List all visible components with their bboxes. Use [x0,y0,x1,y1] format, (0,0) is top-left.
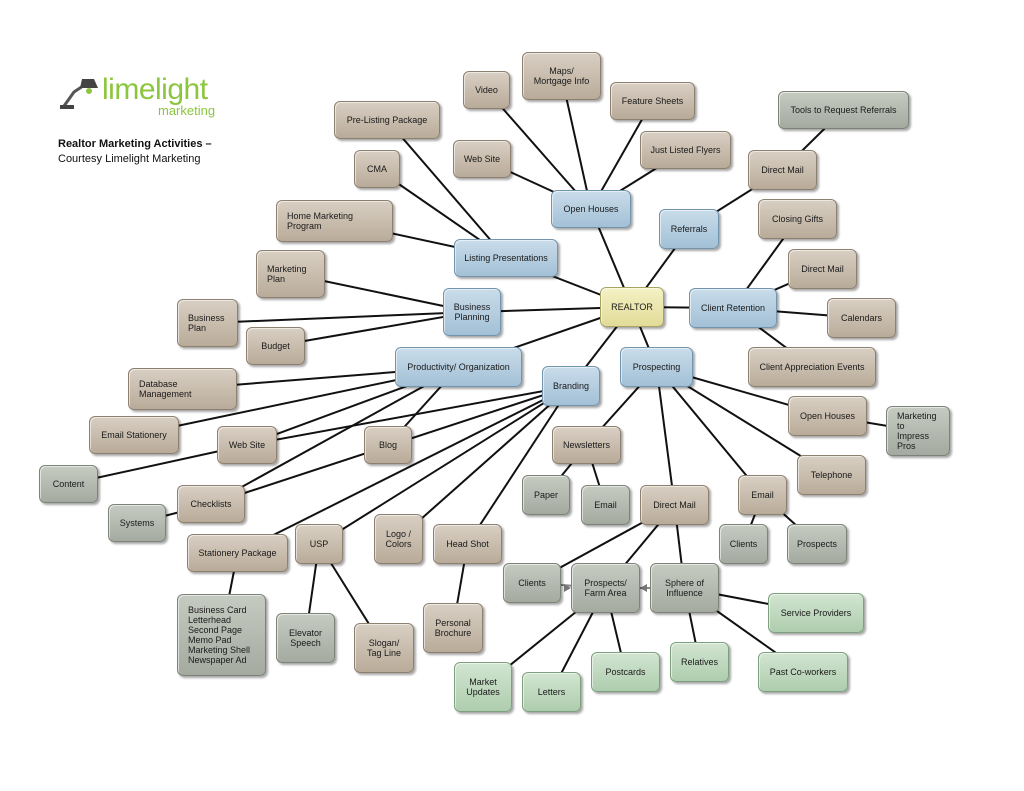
node-client-appreciation-events: Client Appreciation Events [748,347,876,387]
node-relatives: Relatives [670,642,729,682]
arrow-head [564,584,571,592]
connector-prospecting-email_prosp [655,366,764,496]
node-web-site-open-houses: Web Site [453,140,511,178]
node-client-retention: Client Retention [689,288,777,328]
node-budget: Budget [246,327,305,365]
node-database-management: Database Management [128,368,237,410]
logo-word: limelight [102,73,208,106]
node-business-planning: Business Planning [443,288,501,336]
lamp-icon [60,79,98,109]
arrow-head [640,584,647,592]
node-branding: Branding [542,366,600,406]
node-just-listed-flyers: Just Listed Flyers [640,131,731,169]
node-slogan-tag-line: Slogan/ Tag Line [354,623,414,673]
caption-title: Realtor Marketing Activities – [58,138,212,150]
node-listing-presentations: Listing Presentations [454,239,558,277]
node-pre-listing-package: Pre-Listing Package [334,101,440,139]
node-direct-mail-client-retention: Direct Mail [788,249,857,289]
node-usp: USP [295,524,343,564]
node-email-newsletters: Email [581,485,630,525]
node-web-site-productivity: Web Site [217,426,277,464]
logo-sub: marketing [158,103,216,118]
node-sphere-of-influence: Sphere of Influence [650,563,719,613]
node-service-providers: Service Providers [768,593,864,633]
limelight-logo: limelight marketing [60,74,220,124]
caption-subtitle: Courtesy Limelight Marketing [58,153,201,165]
node-email-stationery: Email Stationery [89,416,179,454]
node-prospects-farm-area: Prospects/ Farm Area [571,563,640,613]
node-blog: Blog [364,426,412,464]
node-direct-mail-referrals: Direct Mail [748,150,817,190]
node-maps-mortgage-info: Maps/ Mortgage Info [522,52,601,100]
node-stationery-items: Business Card Letterhead Second Page Mem… [177,594,266,676]
node-email-prospecting: Email [738,475,787,515]
node-postcards: Postcards [591,652,660,692]
connector-prospecting-direct_mail_prosp [655,366,676,506]
connector-branding-head_shot [466,385,572,545]
node-realtor: REALTOR [600,287,664,327]
node-clients-direct-mail: Clients [503,563,561,603]
node-prospecting: Prospecting [620,347,693,387]
node-systems: Systems [108,504,166,542]
node-newsletters: Newsletters [552,426,621,464]
node-business-plan: Business Plan [177,299,238,347]
node-personal-brochure: Personal Brochure [423,603,483,653]
connector-listing_presentations-pre_listing [386,119,507,259]
connector-business_planning-budget [275,311,473,347]
node-clients-email: Clients [719,524,768,564]
node-checklists: Checklists [177,485,245,523]
node-letters: Letters [522,672,581,712]
connector-open_houses-video [485,89,592,210]
node-closing-gifts: Closing Gifts [758,199,837,239]
node-cma: CMA [354,150,400,188]
node-telephone: Telephone [797,455,866,495]
node-head-shot: Head Shot [433,524,502,564]
node-past-co-workers: Past Co-workers [758,652,848,692]
connector-branding-stationery_package [237,385,572,554]
node-referrals: Referrals [659,209,719,249]
node-tools-to-request-referrals: Tools to Request Referrals [778,91,909,129]
node-marketing-plan: Marketing Plan [256,250,325,298]
connector-branding-logo_colors [397,385,572,540]
node-marketing-to-impress-prospects: Marketing to Impress Pros [886,406,950,456]
node-video: Video [463,71,510,109]
node-stationery-package: Stationery Package [187,534,288,572]
connector-branding-usp [318,385,572,545]
node-open-houses: Open Houses [551,190,631,228]
node-productivity-organization: Productivity/ Organization [395,347,522,387]
node-calendars: Calendars [827,298,896,338]
node-content: Content [39,465,98,503]
node-paper: Paper [522,475,570,515]
connector-business_planning-business_plan [207,311,473,324]
connector-branding-web_site_prod [246,385,572,446]
node-market-updates: Market Updates [454,662,512,712]
node-direct-mail-prospecting: Direct Mail [640,485,709,525]
node-elevator-speech: Elevator Speech [276,613,335,663]
node-prospects-email: Prospects [787,524,847,564]
node-feature-sheets: Feature Sheets [610,82,695,120]
connector-productivity-checklists [210,366,459,505]
caption: Realtor Marketing Activities – Courtesy … [58,137,212,167]
node-open-houses-prospecting: Open Houses [788,396,867,436]
node-logo-colors: Logo / Colors [374,514,423,564]
node-home-marketing-program: Home Marketing Program [276,200,393,242]
